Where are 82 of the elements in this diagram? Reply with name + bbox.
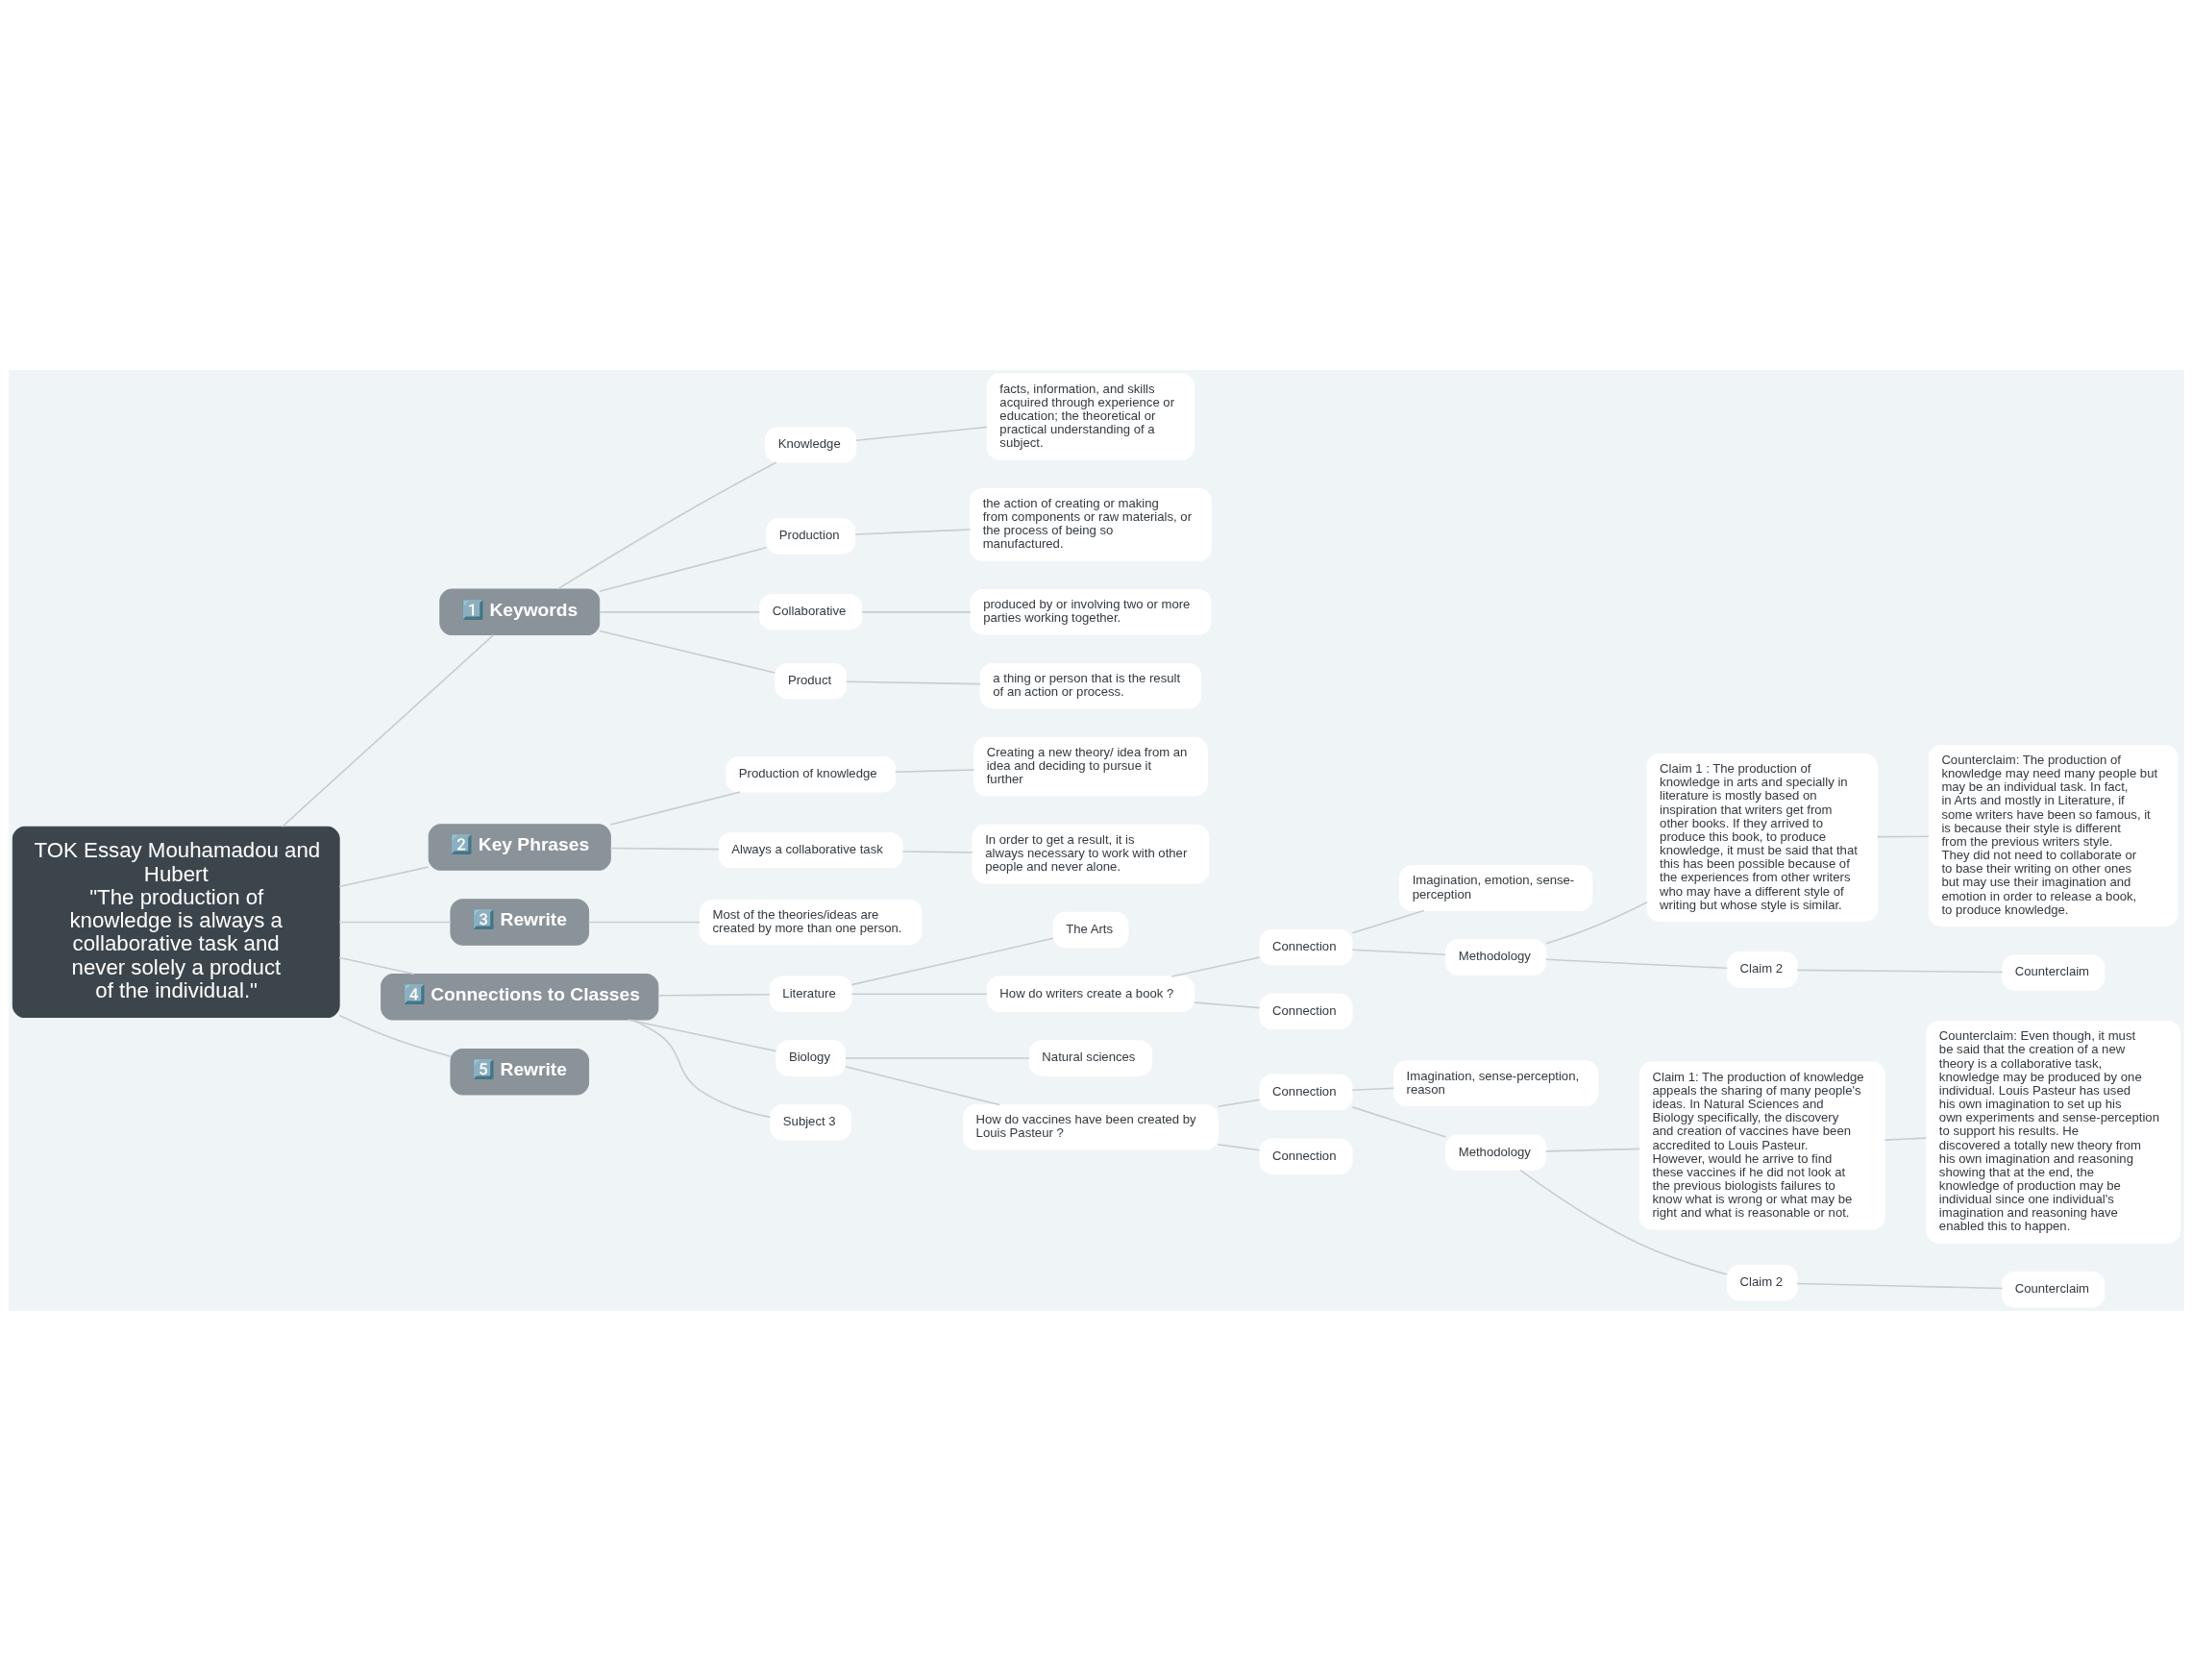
connector [587,921,701,923]
node-box: How do writers create a book ? [986,976,1195,1012]
connector [630,1018,771,1118]
connector [598,630,776,674]
node-box: In order to get a result, it is always necessary to work with other people and never alone. [972,824,1209,883]
connector [337,956,415,975]
node-box: Connection [1258,1138,1352,1174]
node-box: Counterclaim: The production of knowledge may need many people but may be an individual task. In fact, in Arts and mostly in Literature, if some writers have been so famous, it is because their style is different from the previous writers style. They did not need to collaborate or to base their writing on other ones but may use their imagination and emotion in order to release a book, to produce knowledge. [1928,744,2179,926]
connector [598,546,767,592]
node-box: Counterclaim: Even though, it must be said that the creation of a new theory is a collaborative task, knowledge may be produced by one individual. Louis Pasteur has used his own imagination to set up his own experiments and sense-perception to support his results. He discovered a totally new theory from his own imagination and reasoning showing that at the end, the knowledge of production may be individual since one individual's imagination and reasoning have enabled this to happen. [1925,1020,2180,1244]
connector [609,790,741,826]
node-box: Connection [1258,928,1352,965]
connector [1795,1282,2003,1289]
connector [337,865,430,887]
connector [844,1065,1000,1105]
node-box: Product [774,662,847,699]
node-box: 3⃣ Rewrite [449,898,589,946]
connector [1544,958,1728,969]
node-box: Counterclaim [2001,1271,2105,1307]
node-box: TOK Essay Mouhamadou and Hubert "The production of knowledge is always a collaborative task and never solely a product of the individual." [12,826,340,1018]
connector [337,921,452,923]
connector [845,679,981,684]
node-box: 2⃣ Key Phrases [428,823,611,871]
connector [627,1018,776,1051]
node-box: Literature [769,976,852,1012]
node-box: Methodology [1444,938,1546,976]
node-box: Connection [1258,1074,1352,1110]
connector [1544,1148,1640,1152]
node-box: facts, information, and skills acquired through experience or education; the theoretical or practical understanding of a subject. [986,373,1195,460]
node-box: Imagination, emotion, sense-perception [1398,864,1592,911]
node-box: the action of creating or making from components or raw materials, or the process of being so manufactured. [969,487,1212,561]
node-box: Imagination, sense-perception, reason [1392,1060,1598,1106]
connector [1217,1143,1261,1151]
connector [656,993,771,997]
node-box: Claim 2 [1726,951,1798,988]
connector [853,528,971,535]
node-box: 1⃣ Keywords [438,588,600,635]
node-box: Production of knowledge [725,755,896,792]
connector [1544,901,1648,944]
connector [1351,1105,1446,1138]
connector [1170,955,1260,977]
connector [609,847,720,850]
connector [854,426,988,441]
node-box: Subject 3 [769,1103,851,1140]
node-box: Natural sciences [1028,1039,1152,1076]
connector [1351,1086,1394,1091]
node-box: Connection [1258,993,1352,1029]
connector [850,937,1054,985]
node-box: Methodology [1444,1133,1546,1171]
node-box: Creating a new theory/ idea from an idea and deciding to pursue it further [973,736,1208,796]
node-box: produced by or involving two or more parties working together. [970,588,1211,635]
node-box: Knowledge [764,426,856,463]
node-box: Claim 1 : The production of knowledge in arts and specially in literature is mostly based on inspiration that writers get from other books. If they arrived to produce this book, to produce knowledge, it must be said that that this has been possible because of the experiences from other writers who may have a different style of writing but whose style is similar. [1645,753,1878,922]
connector [850,993,988,995]
connector [337,1014,452,1057]
connector [1193,1001,1260,1008]
connector [894,768,974,773]
node-box: 5⃣ Rewrite [449,1048,589,1095]
connector [556,460,777,590]
connector [860,610,972,613]
connector [1884,1136,1927,1141]
node-box: Counterclaim [2001,953,2105,991]
connector [1351,948,1446,955]
connector [901,850,973,853]
connector [1876,835,1930,837]
node-box: Production [765,517,855,555]
node-box: Claim 1: The production of knowledge appeals the sharing of many people's ideas. In Natural Sciences and Biology specifically, the discovery and creation of vaccines have been accredited to Louis Pasteur. However, would he arrive to find these vaccines if he did not look at the previous biologists failures to know what is wrong or what may be right and what is reasonable or not. [1638,1061,1885,1230]
node-box: Biology [775,1039,846,1076]
node-box: Claim 2 [1726,1264,1798,1300]
connector [1795,969,2003,973]
connector [1518,1169,1728,1275]
node-box: a thing or person that is the result of an action or process. [979,662,1201,708]
node-box: The Arts [1052,911,1128,948]
node-box: Most of the theories/ideas are created by more than one person. [699,899,922,945]
node-box: Always a collaborative task [718,831,903,868]
node-box: Collaborative [758,593,862,630]
node-box: 4⃣ Connections to Classes [380,973,658,1021]
connector [1351,909,1424,934]
connector [281,633,494,828]
connector [598,610,760,613]
node-box: How do vaccines have been created by Louis Pasteur ? [962,1103,1219,1150]
connector [1217,1098,1261,1107]
